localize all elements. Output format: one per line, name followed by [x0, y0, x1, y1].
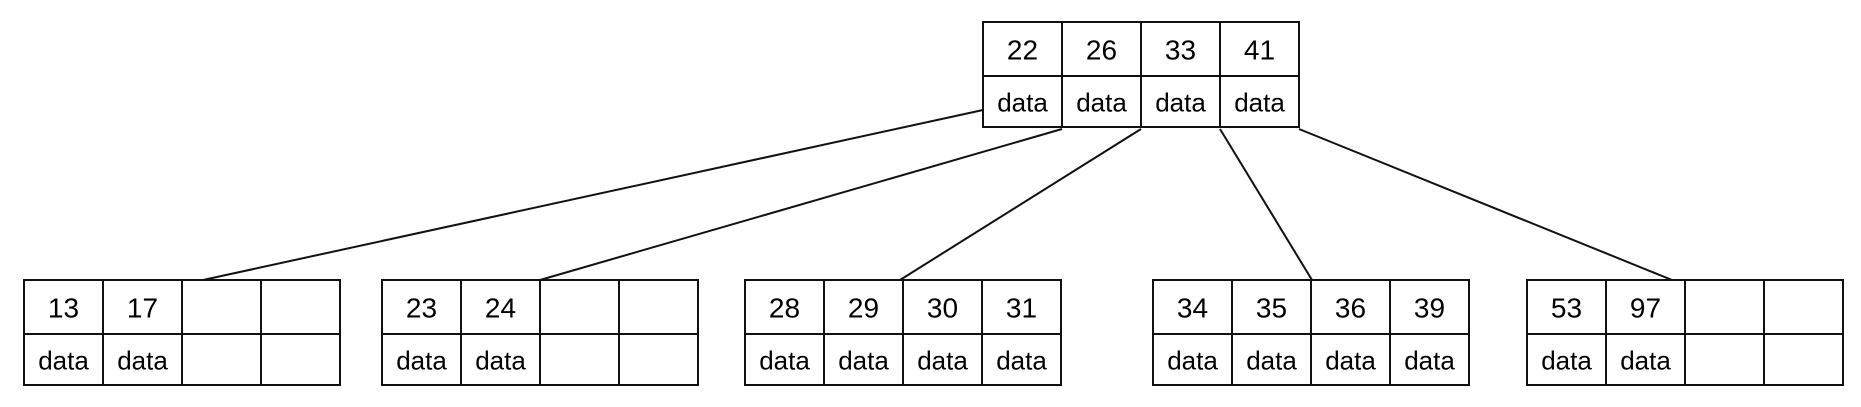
key-cell	[539, 279, 620, 335]
data-cell: data	[23, 333, 104, 386]
key-cell	[260, 279, 341, 335]
key-cell: 28	[744, 279, 825, 335]
key-cell: 17	[102, 279, 183, 335]
data-cell	[1684, 333, 1765, 386]
data-cell: data	[823, 333, 904, 386]
key-cell: 24	[460, 279, 541, 335]
data-cell: data	[1140, 75, 1221, 128]
key-label: 34	[1177, 293, 1208, 324]
key-label: 39	[1414, 293, 1445, 324]
key-cell: 35	[1231, 279, 1312, 335]
key-cell: 97	[1605, 279, 1686, 335]
tree-edges	[202, 109, 1673, 281]
data-cell	[618, 333, 699, 386]
data-cell: data	[981, 333, 1062, 386]
data-label: data	[38, 346, 89, 376]
data-cell	[181, 333, 262, 386]
data-cell: data	[1310, 333, 1391, 386]
key-cell: 26	[1061, 21, 1142, 77]
data-label: data	[996, 346, 1047, 376]
key-cell	[1684, 279, 1765, 335]
root-node: 22 data 26 data 33 data 41 data	[982, 21, 1300, 128]
key-cell: 29	[823, 279, 904, 335]
data-label: data	[1246, 346, 1297, 376]
data-label: data	[997, 88, 1048, 118]
data-cell	[260, 333, 341, 386]
key-label: 33	[1165, 35, 1196, 66]
data-label: data	[759, 346, 810, 376]
key-label: 53	[1551, 293, 1582, 324]
data-cell: data	[1061, 75, 1142, 128]
data-label: data	[1325, 346, 1376, 376]
data-label: data	[475, 346, 526, 376]
data-label: data	[396, 346, 447, 376]
key-label: 29	[848, 293, 879, 324]
key-label: 97	[1630, 293, 1661, 324]
data-cell: data	[1219, 75, 1300, 128]
key-cell: 23	[381, 279, 462, 335]
data-cell: data	[744, 333, 825, 386]
key-cell	[181, 279, 262, 335]
data-label: data	[1167, 346, 1218, 376]
data-cell: data	[1605, 333, 1686, 386]
leaf-node-2: 23 data 24 data	[381, 279, 699, 386]
key-cell: 36	[1310, 279, 1391, 335]
leaf-node-5: 53 data 97 data	[1526, 279, 1844, 386]
leaf-node-3: 28 data 29 data 30 data 31 data	[744, 279, 1062, 386]
key-cell: 53	[1526, 279, 1607, 335]
edge-root-to-leaf-1	[202, 109, 984, 281]
key-label: 26	[1086, 35, 1117, 66]
data-label: data	[1234, 88, 1285, 118]
key-label: 17	[127, 293, 158, 324]
tree-nodes: 22 data 26 data 33 data 41 data 13 data 17 data 23 da…	[23, 21, 1844, 386]
key-label: 41	[1244, 35, 1275, 66]
data-cell: data	[1152, 333, 1233, 386]
data-cell: data	[1526, 333, 1607, 386]
key-label: 28	[769, 293, 800, 324]
data-label: data	[917, 346, 968, 376]
data-label: data	[1404, 346, 1455, 376]
key-cell: 13	[23, 279, 104, 335]
key-label: 23	[406, 293, 437, 324]
leaf-node-1: 13 data 17 data	[23, 279, 341, 386]
data-label: data	[1620, 346, 1671, 376]
key-label: 13	[48, 293, 79, 324]
data-label: data	[1541, 346, 1592, 376]
key-cell	[1763, 279, 1844, 335]
key-label: 36	[1335, 293, 1366, 324]
key-cell: 41	[1219, 21, 1300, 77]
data-label: data	[1076, 88, 1127, 118]
key-label: 31	[1006, 293, 1037, 324]
key-label: 22	[1007, 35, 1038, 66]
data-cell: data	[982, 75, 1063, 128]
edge-root-to-leaf-3	[899, 128, 1142, 281]
data-cell	[1763, 333, 1844, 386]
data-label: data	[117, 346, 168, 376]
data-label: data	[1155, 88, 1206, 118]
data-cell	[539, 333, 620, 386]
data-cell: data	[102, 333, 183, 386]
key-cell: 39	[1389, 279, 1470, 335]
data-cell: data	[1231, 333, 1312, 386]
edge-root-to-leaf-5	[1298, 128, 1673, 281]
key-cell: 22	[982, 21, 1063, 77]
leaf-node-4: 34 data 35 data 36 data 39 data	[1152, 279, 1470, 386]
edge-root-to-leaf-2	[539, 128, 1063, 281]
data-label: data	[838, 346, 889, 376]
key-label: 24	[485, 293, 516, 324]
key-cell: 31	[981, 279, 1062, 335]
key-cell: 34	[1152, 279, 1233, 335]
data-cell: data	[902, 333, 983, 386]
key-cell	[618, 279, 699, 335]
key-label: 30	[927, 293, 958, 324]
key-cell: 30	[902, 279, 983, 335]
edge-root-to-leaf-4	[1219, 128, 1313, 281]
data-cell: data	[381, 333, 462, 386]
data-cell: data	[1389, 333, 1470, 386]
data-cell: data	[460, 333, 541, 386]
key-label: 35	[1256, 293, 1287, 324]
key-cell: 33	[1140, 21, 1221, 77]
